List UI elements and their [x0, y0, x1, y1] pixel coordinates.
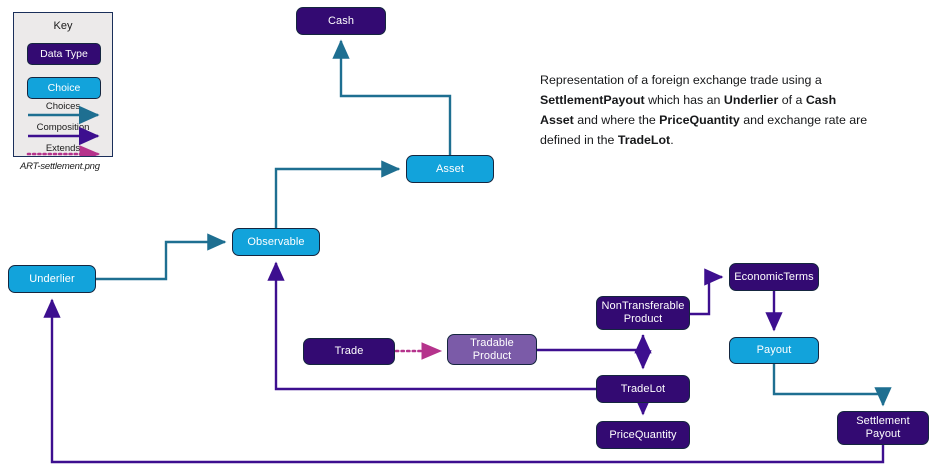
node-economic-terms-label: EconomicTerms	[734, 270, 814, 283]
node-payout[interactable]: Payout	[729, 337, 819, 364]
description-segment-9: TradeLot	[617, 133, 671, 147]
edge-payout-to-settlement	[772, 364, 892, 407]
node-settlement-payout-label: Settlement Payout	[856, 415, 910, 440]
node-asset-label: Asset	[435, 162, 464, 175]
node-tradable-product-label: Tradable Product	[470, 336, 514, 362]
description-segment-0: Representation of a foreign exchange tra…	[540, 73, 822, 87]
node-underlier[interactable]: Underlier	[8, 265, 96, 293]
description-segment-10: .	[670, 133, 674, 147]
node-payout-label: Payout	[756, 344, 792, 356]
node-price-quantity[interactable]: PriceQuantity	[596, 421, 690, 449]
node-asset[interactable]: Asset	[406, 155, 494, 183]
node-tradelot-label: TradeLot	[620, 382, 666, 395]
description-segment-6: and where the	[573, 113, 660, 127]
key-legend-extends-label: Extends	[45, 143, 81, 154]
key-title: Key	[53, 20, 73, 32]
node-cash-label: Cash	[327, 14, 355, 27]
node-tradelot[interactable]: TradeLot	[596, 375, 690, 403]
node-nontransferable-product-label: NonTransferable Product	[601, 300, 685, 325]
key-choice-swatch: Choice	[27, 77, 101, 99]
edge-settlement-to-underlier	[43, 298, 885, 464]
node-settlement-payout[interactable]: Settlement Payout	[837, 411, 929, 445]
node-observable-label: Observable	[247, 235, 305, 248]
description-segment-5: Cash Asset	[540, 93, 837, 127]
node-trade[interactable]: Trade	[303, 338, 395, 365]
edge-asset-to-cash	[332, 39, 452, 155]
key-data-type-swatch: Data Type	[27, 43, 101, 65]
key-choice-label: Choice	[47, 82, 81, 94]
node-underlier-label: Underlier	[29, 272, 75, 285]
node-economic-terms[interactable]: EconomicTerms	[729, 263, 819, 291]
node-nontransferable-product[interactable]: NonTransferable Product	[596, 296, 690, 330]
node-price-quantity-label: PriceQuantity	[609, 428, 677, 441]
key-legend-composition-label: Composition	[36, 122, 90, 133]
key-legend-arrows	[26, 105, 101, 156]
edge-tradable-to-nontransferable	[537, 335, 645, 352]
description-segment-8: and exchange rate are defined in the	[540, 113, 868, 147]
description-segment-2: which has an	[644, 93, 724, 107]
node-observable[interactable]: Observable	[232, 228, 320, 256]
node-tradable-product[interactable]: Tradable Product	[447, 334, 537, 365]
description-segment-3: Underlier	[723, 93, 779, 107]
image-caption: ART-settlement.png	[20, 161, 100, 172]
diagram-description: Representation of a foreign exchange tra…	[540, 70, 870, 150]
node-cash[interactable]: Cash	[296, 7, 386, 35]
node-trade-label: Trade	[334, 345, 364, 357]
edge-underlier-to-observable	[96, 233, 227, 281]
key-legend-choices-label: Choices	[45, 101, 81, 112]
edge-tradelot-to-observable	[267, 261, 596, 391]
key-data-type-label: Data Type	[40, 48, 88, 60]
edge-observable-to-asset	[274, 160, 401, 228]
description-segment-4: of a	[778, 93, 806, 107]
edge-nontransferable-to-economicterms	[690, 268, 724, 316]
description-segment-1: SettlementPayout	[540, 93, 645, 107]
description-segment-7: PriceQuantity	[659, 113, 740, 127]
key-panel: Key Data Type Choice Choices Composition…	[13, 12, 113, 157]
